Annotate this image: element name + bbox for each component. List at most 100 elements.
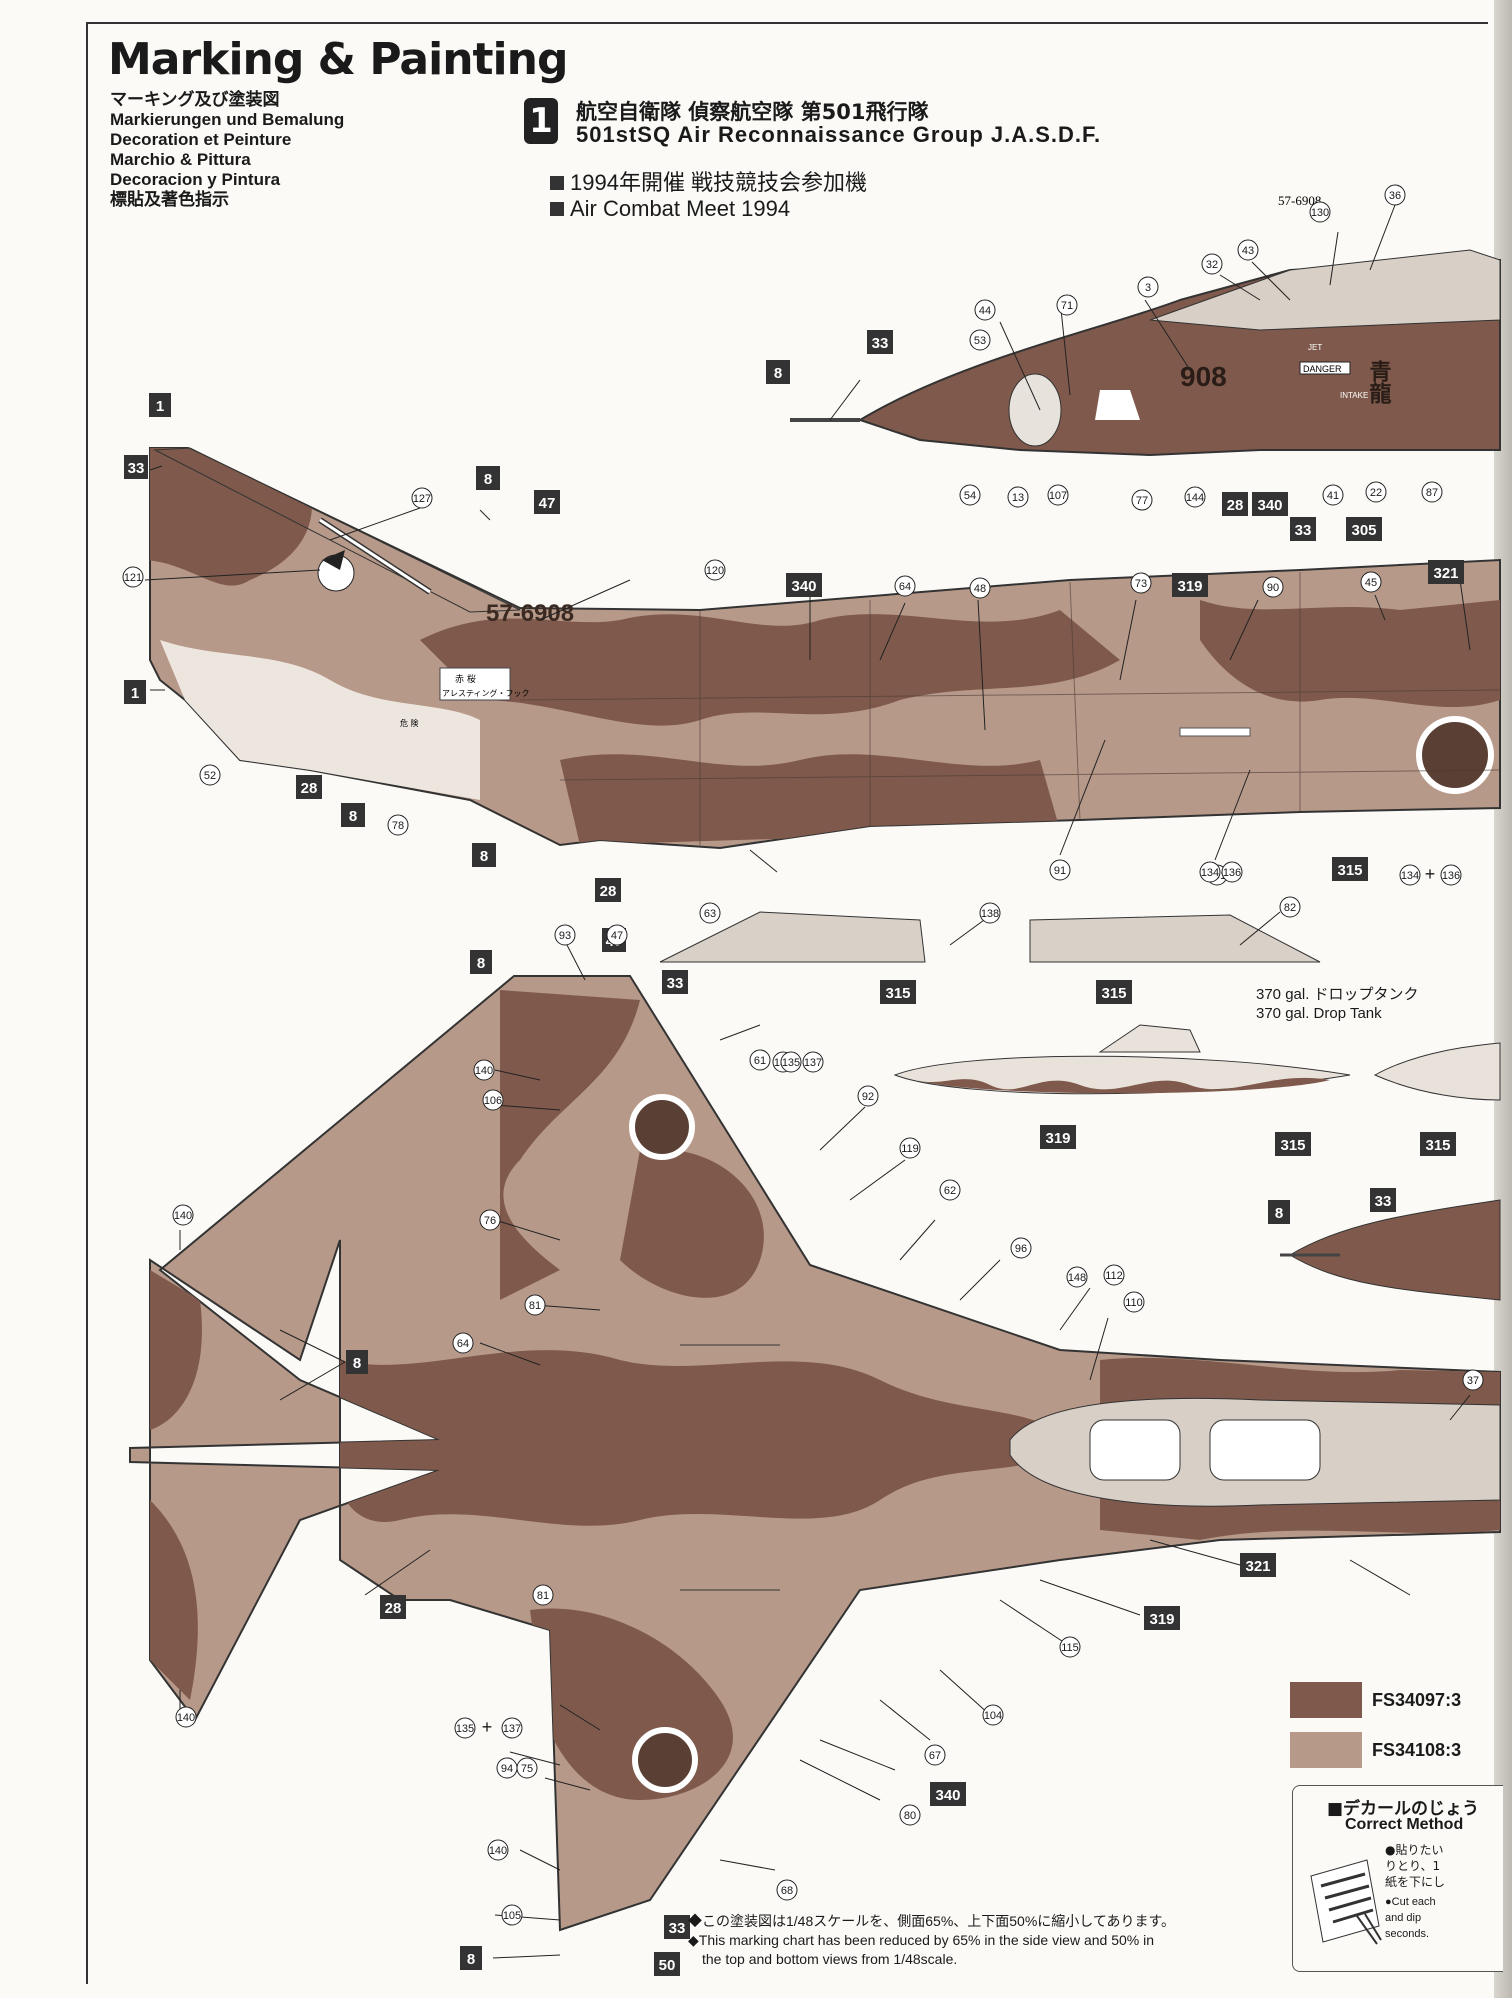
- decal-number: 106: [484, 1095, 502, 1107]
- color-box-label: 340: [935, 1787, 960, 1804]
- composite-callouts: 134 + 136 135 135 + 137: [454, 864, 1462, 1739]
- svg-text:+: +: [482, 1717, 493, 1737]
- decal-callout: 67: [924, 1744, 946, 1766]
- scale-note-en2: the top and bottom views from 1/48scale.: [702, 1951, 958, 1967]
- color-box: 8: [766, 360, 790, 384]
- color-box-label: 8: [480, 848, 488, 865]
- decal-callout: 148: [1066, 1266, 1088, 1288]
- tail-serial: 57-6908: [486, 600, 574, 627]
- panel-text-2: アレスティング・フック: [442, 688, 530, 698]
- decal-number: 67: [929, 1750, 941, 1762]
- decal-number: 54: [964, 490, 976, 502]
- decal-callout: 120: [704, 559, 726, 581]
- decal-callout: 53: [969, 329, 991, 351]
- leader-lines: [144, 204, 1471, 1959]
- color-box: 33: [867, 330, 893, 354]
- decal-number: 73: [1135, 578, 1147, 590]
- decal-callout: 44: [974, 299, 996, 321]
- decal-callout: 119: [899, 1137, 921, 1159]
- color-box-label: 47: [539, 495, 556, 512]
- color-box: 33: [1290, 517, 1316, 541]
- decal-callout: 45: [1360, 571, 1382, 593]
- decal-callout: 68: [776, 1879, 798, 1901]
- color-box: 28: [380, 1595, 406, 1619]
- top-hinomaru-lower: [632, 1727, 698, 1793]
- event-jp: 1994年開催 戦技競技会参加機: [570, 170, 868, 195]
- color-box-label: 319: [1045, 1130, 1070, 1147]
- decal-number: 104: [984, 1710, 1002, 1722]
- side-camo-pattern: [150, 448, 1500, 845]
- decal-callout: 135: [454, 1717, 476, 1739]
- decal-callout: 121: [122, 566, 144, 588]
- language-de: Markierungen und Bemalung: [110, 110, 345, 129]
- decal-number: 36: [1389, 190, 1401, 202]
- decal-callout: 127: [411, 487, 433, 509]
- decal-callout: 13: [1007, 486, 1029, 508]
- color-box-label: 8: [477, 955, 485, 972]
- decal-callout: 135: [780, 1051, 802, 1073]
- side-hinomaru: [1416, 716, 1494, 794]
- color-box-label: 33: [669, 1920, 686, 1937]
- color-box-label: 319: [1177, 578, 1202, 595]
- top-hinomaru-upper: [629, 1094, 695, 1160]
- canopy-rear-window: [1209, 1419, 1321, 1481]
- nose-intake-marking: [1095, 390, 1140, 420]
- decal-callout: 63: [699, 902, 721, 924]
- language-jp: マーキング及び塗装図: [110, 90, 280, 109]
- decal-number: 105: [503, 1910, 521, 1922]
- color-code: FS34097: [1372, 1690, 1446, 1710]
- color-box-label: 33: [872, 335, 889, 352]
- decal-callout: 3: [1137, 276, 1159, 298]
- decal-number: 138: [981, 908, 999, 920]
- color-box: 33: [662, 970, 688, 994]
- decal-number: 140: [177, 1712, 195, 1724]
- nose-kanji: 青龍: [1366, 360, 1392, 405]
- color-box: 305: [1346, 517, 1382, 541]
- decal-number: 87: [1426, 487, 1438, 499]
- decal-number: 115: [1061, 1642, 1079, 1654]
- decal-callout: 91: [1049, 859, 1071, 881]
- side-tail-fin: [153, 447, 521, 613]
- decal-number: 135: [782, 1057, 800, 1069]
- bullet-square-icon: [550, 176, 564, 190]
- color-box-label: 340: [791, 578, 816, 595]
- color-box-label: 8: [467, 1951, 475, 1968]
- color-box-label: 315: [885, 985, 910, 1002]
- decal-number: 119: [901, 1143, 919, 1155]
- decal-number: 48: [974, 583, 986, 595]
- decal-number: 80: [904, 1810, 916, 1822]
- side-panel-lines: [519, 572, 1501, 845]
- decal-jp-line: りとり、1: [1385, 1859, 1441, 1873]
- unit-name-en: 501stSQ Air Reconnaissance Group J.A.S.D…: [576, 122, 1102, 147]
- decal-callout: 134: [1199, 861, 1221, 883]
- color-box: 33: [124, 455, 148, 479]
- decal-callout: 73: [1130, 572, 1152, 594]
- color-box: 28: [1222, 492, 1248, 516]
- decal-callout: 52: [199, 764, 221, 786]
- decal-number: 148: [1068, 1272, 1086, 1284]
- drop-tank-label-jp: 370 gal. ドロップタンク: [1256, 986, 1419, 1003]
- decal-callout: 47: [606, 924, 628, 946]
- drop-tank: [893, 1055, 1351, 1095]
- decal-callout: 87: [1421, 481, 1443, 503]
- side-stencil-bar: [1179, 727, 1251, 737]
- decal-number: 130: [1311, 207, 1329, 219]
- decal-callout: 105: [501, 1904, 523, 1926]
- decal-callout: 134: [1399, 864, 1421, 886]
- decal-callout: 138: [979, 902, 1001, 924]
- decal-number: 32: [1206, 259, 1218, 271]
- decal-callout: 110: [1123, 1291, 1145, 1313]
- decal-number: 110: [1125, 1297, 1143, 1309]
- color-box: 8: [341, 803, 365, 827]
- decal-callout: 90: [1262, 576, 1284, 598]
- svg-text:+: +: [1425, 864, 1436, 884]
- decal-number: 41: [1327, 490, 1339, 502]
- nose-side-view: 908 青龍 DANGER INTAKE JET 57-6908: [790, 193, 1501, 457]
- decal-number: 64: [899, 581, 911, 593]
- decal-callout: 130: [1309, 201, 1331, 223]
- color-box: 315: [1096, 980, 1132, 1004]
- drop-tank-label-en: 370 gal. Drop Tank: [1256, 1005, 1382, 1022]
- color-box-label: 319: [1149, 1611, 1174, 1628]
- pylon-left: [659, 911, 926, 963]
- color-box-label: 8: [353, 1355, 361, 1372]
